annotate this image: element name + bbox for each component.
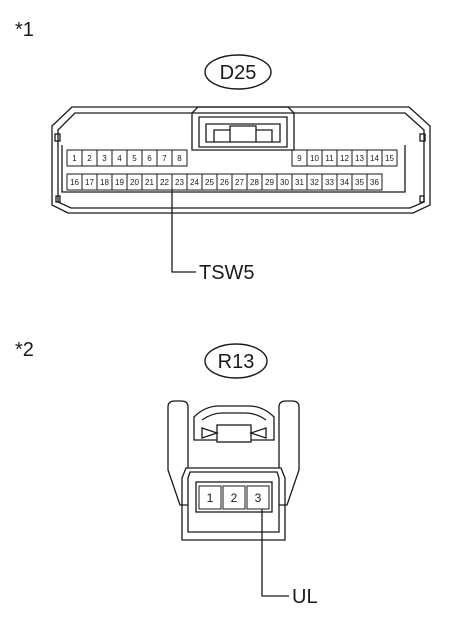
pin-label: 27 [235, 178, 244, 187]
connector-d25-callout-line [171, 190, 196, 273]
pin-label: 2 [231, 491, 238, 505]
pin-label: 2 [87, 154, 92, 163]
connector-d25-top-row-left: 1 2 3 4 5 6 7 8 [66, 149, 188, 167]
connector-r13-id: R13 [218, 351, 255, 373]
connector-d25-top-row-right: 9 10 11 12 13 14 15 [291, 149, 398, 167]
connector-d25-callout-label: TSW5 [199, 262, 255, 284]
connector-r13-callout-label: UL [292, 586, 318, 608]
pin-label: 30 [280, 178, 289, 187]
pin-label: 1 [207, 491, 214, 505]
pin-label: 32 [310, 178, 319, 187]
pin-label: 19 [115, 178, 124, 187]
pin-label: 3 [102, 154, 107, 163]
pin-label: 12 [340, 154, 349, 163]
pin-label: 11 [325, 154, 334, 163]
connector-r13-callout-line [261, 509, 289, 597]
connector-r13-housing [167, 400, 300, 541]
pin-cell [381, 149, 398, 167]
connector-r13-pins: 1 2 3 [198, 485, 270, 510]
pin-label: 34 [340, 178, 349, 187]
pin-label: 24 [190, 178, 199, 187]
pin-label: 36 [370, 178, 379, 187]
pin-label: 26 [220, 178, 229, 187]
connector-d25-id-badge: D25 [204, 54, 272, 90]
pin-label: 4 [117, 154, 122, 163]
pin-cell [198, 485, 222, 510]
pin-label: 23 [175, 178, 184, 187]
pin-cell [246, 485, 270, 510]
pin-label: 7 [162, 154, 167, 163]
connector-d25-housing [51, 106, 431, 214]
pin-cell [171, 149, 188, 167]
pin-label: 16 [70, 178, 79, 187]
pin-label: 6 [147, 154, 152, 163]
section-1-marker: *1 [15, 19, 34, 41]
pin-label: 5 [132, 154, 137, 163]
pin-label: 28 [250, 178, 259, 187]
pin-label: 9 [297, 154, 302, 163]
pin-label: 10 [310, 154, 319, 163]
pin-label: 3 [255, 491, 262, 505]
pin-label: 18 [100, 178, 109, 187]
connector-d25-bottom-row: 16 17 18 19 20 21 22 23 24 25 26 27 28 2… [66, 173, 383, 191]
pin-label: 35 [355, 178, 364, 187]
pin-label: 17 [85, 178, 94, 187]
pin-label: 21 [145, 178, 154, 187]
connector-d25-id: D25 [220, 62, 257, 84]
pin-cell [366, 173, 383, 191]
pin-label: 22 [160, 178, 169, 187]
pin-label: 25 [205, 178, 214, 187]
section-2-marker: *2 [15, 339, 34, 361]
pin-label: 31 [295, 178, 304, 187]
pin-cell [222, 485, 246, 510]
pin-label: 8 [177, 154, 182, 163]
connector-r13-id-badge: R13 [204, 343, 268, 379]
pin-label: 15 [385, 154, 394, 163]
pin-label: 29 [265, 178, 274, 187]
pin-label: 33 [325, 178, 334, 187]
pin-label: 20 [130, 178, 139, 187]
pin-label: 14 [370, 154, 379, 163]
pin-label: 13 [355, 154, 364, 163]
pin-label: 1 [72, 154, 77, 163]
